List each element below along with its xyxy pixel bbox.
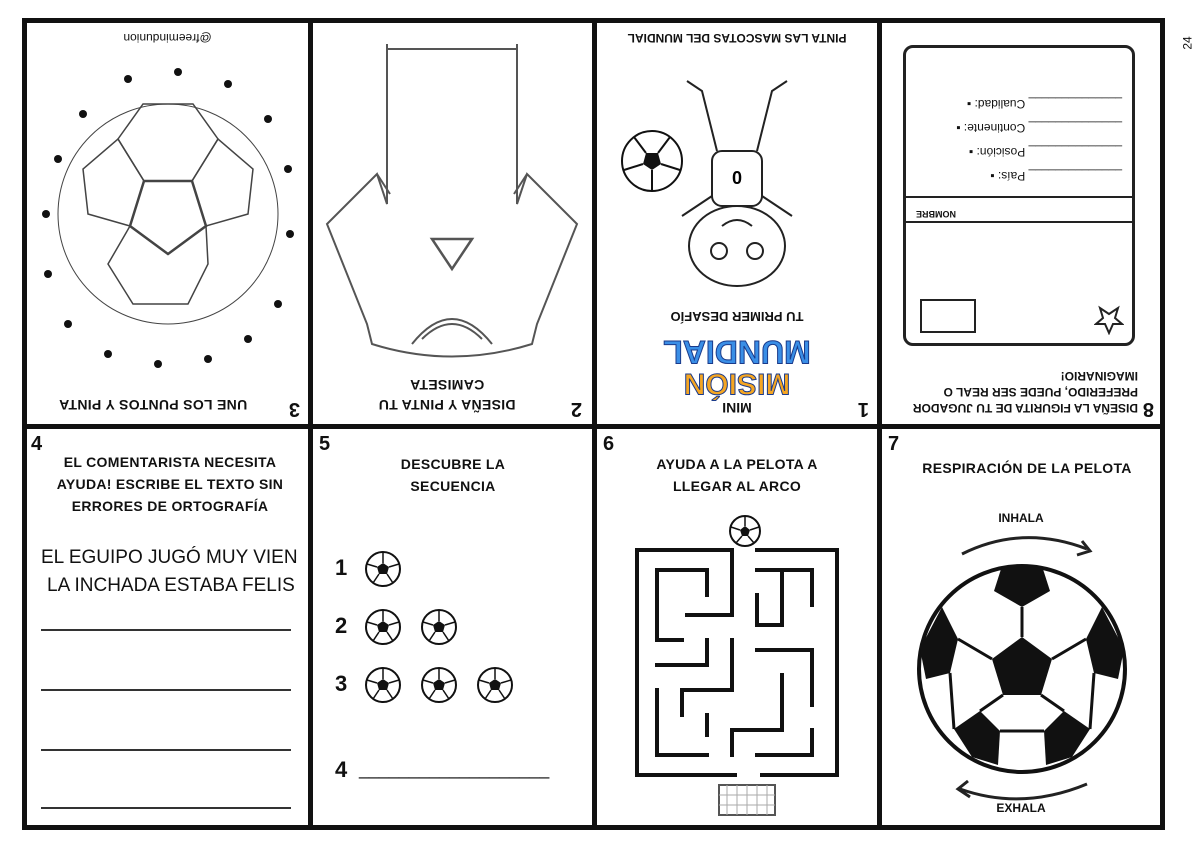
vertical-divider-3 bbox=[877, 23, 882, 825]
star-icon bbox=[1094, 305, 1124, 335]
vertical-divider-1 bbox=[308, 23, 313, 825]
sequence-ball-icon bbox=[421, 667, 457, 703]
sequence-row-4-label: 4 bbox=[335, 757, 348, 782]
panel-8-number: 8 bbox=[1142, 398, 1154, 420]
breathing-ball-drawing bbox=[917, 536, 1127, 801]
jersey-number: 0 bbox=[732, 167, 742, 187]
card-divider-bottom bbox=[906, 196, 1132, 198]
maze-ball-icon bbox=[729, 515, 761, 547]
panel-6-title-line2: LLEGAR AL ARCO bbox=[672, 478, 802, 494]
panel-8-title-line1: DISEÑA LA FIGURITA DE TU JUGADOR bbox=[912, 401, 1138, 415]
writing-line-4[interactable] bbox=[41, 807, 291, 809]
panel-8-player-card: 8 DISEÑA LA FIGURITA DE TU JUGADOR PREFE… bbox=[882, 23, 1160, 424]
sequence-ball-icon bbox=[365, 667, 401, 703]
vertical-divider-2 bbox=[592, 23, 597, 825]
card-field-country: ______________ País: ▪ bbox=[990, 169, 1122, 183]
soccer-ball-icon bbox=[621, 130, 683, 192]
goal-icon bbox=[718, 784, 776, 816]
sequence-row-3-label: 3 bbox=[335, 671, 348, 696]
panel-6-maze: 6 AYUDA A LA PELOTA A LLEGAR AL ARCO bbox=[597, 429, 877, 825]
sequence-ball-icon bbox=[421, 609, 457, 645]
writing-line-3[interactable] bbox=[41, 749, 291, 751]
exhale-arrow bbox=[959, 782, 1088, 801]
sequence-row-2-label: 2 bbox=[335, 613, 348, 638]
credit-text: @freemindunion bbox=[123, 31, 212, 45]
card-field-quality: ______________ Cualidad: ▪ bbox=[966, 97, 1122, 111]
card-field-continent: ______________ Continente: ▪ bbox=[956, 121, 1122, 135]
panel-7-breathing: 7 RESPIRACIÓN DE LA PELOTA INHALA EXHALA bbox=[882, 429, 1160, 825]
exhale-label: EXHALA bbox=[996, 801, 1046, 815]
card-field-position: ______________ Posición: ▪ bbox=[968, 145, 1122, 159]
writing-line-2[interactable] bbox=[41, 689, 291, 691]
wrong-text-line1: EL EGUIPO JUGÓ MUY VIEN bbox=[41, 547, 298, 568]
panel-8-title-line3: IMAGINARIO! bbox=[1060, 369, 1138, 383]
cover-subtitle: TU PRIMER DESAFÍO bbox=[670, 309, 804, 324]
writing-line-1[interactable] bbox=[41, 629, 291, 631]
sequence-row-1-label: 1 bbox=[335, 555, 348, 580]
page-number: 24 bbox=[1180, 36, 1195, 50]
booklet-sheet: 3 UNE LOS PUNTOS Y PINTA @freemindunion bbox=[22, 18, 1165, 830]
panel-3-title: UNE LOS PUNTOS Y PINTA bbox=[58, 397, 248, 413]
panel-2-title-line1: DISEÑA Y PINTA TU bbox=[378, 397, 516, 413]
card-name-label: NOMBRE bbox=[916, 209, 956, 219]
logo-line-2: MUNDIAL bbox=[663, 334, 812, 371]
inhale-label: INHALA bbox=[998, 511, 1044, 525]
cover-title: PINTA LAS MASCOTAS DEL MUNDIAL bbox=[627, 31, 847, 45]
wrong-text-line2: LA INCHADA ESTABA FELIS bbox=[47, 575, 295, 596]
panel-5-number: 5 bbox=[319, 433, 331, 455]
panel-5-title-line1: DESCUBRE LA bbox=[400, 456, 506, 472]
panel-8-title-line2: PREFERIDO, PUEDE SER REAL O bbox=[943, 385, 1138, 399]
panel-2-design-shirt: 2 DISEÑA Y PINTA TU CAMISETA bbox=[313, 23, 592, 424]
panel-3-number: 3 bbox=[288, 398, 300, 420]
flag-box bbox=[920, 299, 976, 333]
dot-to-dot-ball-drawing bbox=[42, 68, 294, 368]
inhale-arrow bbox=[961, 536, 1088, 556]
sequence-ball-icon bbox=[365, 609, 401, 645]
panel-4-title-line1: EL COMENTARISTA NECESITA bbox=[63, 454, 277, 470]
sequence-ball-icon bbox=[365, 551, 401, 587]
panel-2-number: 2 bbox=[570, 398, 582, 420]
shirt-outline-drawing bbox=[325, 44, 579, 358]
mascot-drawing: 0 bbox=[621, 80, 793, 287]
panel-1-cover: 1 MINI MISIÓN MUNDIAL TU PRIMER DESAFÍO … bbox=[597, 23, 877, 424]
panel-4-spelling: 4 EL COMENTARISTA NECESITA AYUDA! ESCRIB… bbox=[27, 429, 308, 825]
mini-label: MINI bbox=[722, 400, 752, 416]
big-soccer-ball-icon bbox=[917, 564, 1127, 774]
panel-3-connect-dots: 3 UNE LOS PUNTOS Y PINTA @freemindunion bbox=[27, 23, 308, 424]
panel-6-number: 6 bbox=[603, 433, 615, 455]
panel-5-sequence: 5 DESCUBRE LA SECUENCIA 1 2 3 4 __________… bbox=[313, 429, 592, 825]
panel-5-title-line2: SECUENCIA bbox=[410, 478, 496, 494]
panel-7-title: RESPIRACIÓN DE LA PELOTA bbox=[922, 460, 1132, 476]
panel-2-title-line2: CAMISETA bbox=[409, 377, 485, 393]
panel-7-number: 7 bbox=[888, 433, 900, 455]
sequence-answer-blank[interactable]: ___________________ bbox=[359, 759, 550, 779]
logo-line-1: MISIÓN bbox=[683, 367, 791, 401]
panel-8-title: DISEÑA LA FIGURITA DE TU JUGADOR PREFERI… bbox=[888, 368, 1138, 416]
panel-4-title-line3: ERRORES DE ORTOGRAFÍA bbox=[71, 498, 269, 514]
card-divider-top bbox=[906, 221, 1132, 223]
sequence-ball-icon bbox=[477, 667, 513, 703]
panel-4-title-line2: AYUDA! ESCRIBE EL TEXTO SIN bbox=[56, 476, 284, 492]
panel-4-number: 4 bbox=[31, 433, 43, 455]
panel-6-title-line1: AYUDA A LA PELOTA A bbox=[656, 456, 818, 472]
player-card-frame: NOMBRE ______________ País: ▪ __________… bbox=[903, 45, 1135, 346]
maze-drawing[interactable] bbox=[597, 505, 877, 825]
